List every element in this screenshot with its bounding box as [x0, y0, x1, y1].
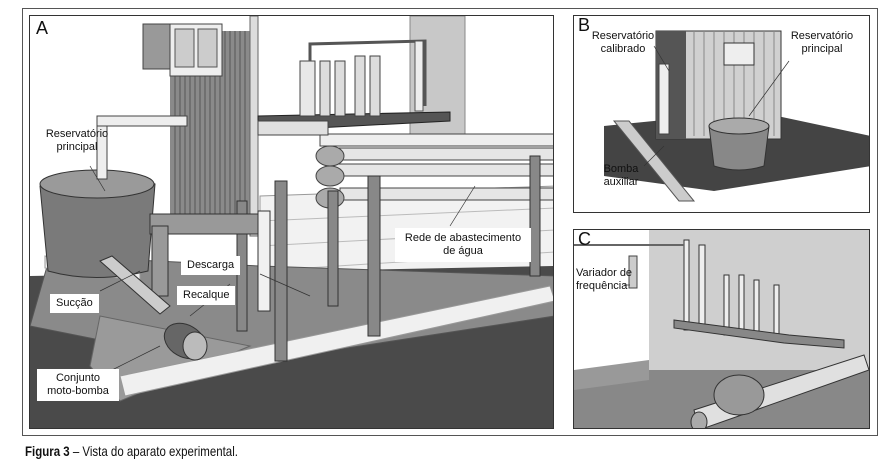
pump-piping [99, 210, 271, 361]
label-line-1: Reservatório [45, 128, 109, 140]
panel-c-detail: C Variador de frequência [573, 229, 870, 429]
figure-caption: Figura 3 – Vista do aparato experimental… [25, 443, 238, 459]
label-line-2: auxiliar [603, 176, 639, 188]
label-bomba-auxiliar: Bomba auxiliar [596, 163, 646, 189]
frequency-inverter [628, 255, 638, 289]
label-descarga: Descarga [181, 256, 241, 275]
panel-b-letter: B [578, 15, 591, 35]
label-recalque: Recalque [177, 286, 236, 305]
panel-c-illustration [574, 230, 869, 428]
calibrated-reservoir [658, 63, 670, 135]
panel-b-overview: B Reservatório calibrado Reservatório pr… [573, 15, 870, 213]
label-line-2: frequência [576, 280, 628, 292]
label-reservatorio-calibrado: Reservatório calibrado [588, 30, 658, 56]
floor [30, 255, 553, 428]
water-supply-pipes [257, 120, 553, 209]
main-reservoir [708, 117, 770, 171]
caption-label: Figura 3 [25, 443, 70, 459]
label-line-1: Reservatório [591, 30, 655, 42]
label-variador-frequencia: Variador de frequência [576, 267, 632, 293]
label-reservatorio-principal-b: Reservatório principal [787, 30, 857, 56]
figure-frame [22, 8, 878, 436]
label-line-1: Reservatório [790, 30, 854, 42]
support-columns [236, 155, 541, 362]
label-line-1: Bomba [603, 163, 639, 175]
panel-b-illustration [604, 30, 869, 202]
label-line-1: Variador de [576, 267, 633, 279]
main-pipe [690, 354, 869, 428]
channel [612, 120, 696, 202]
caption-text: – Vista do aparato experimental. [69, 443, 238, 459]
panel-c-letter: C [578, 229, 591, 249]
main-reservoir [39, 115, 188, 278]
label-line-2: de água [443, 245, 483, 257]
label-rede-abastecimento: Rede de abastecimento de água [395, 228, 531, 262]
label-line-2: principal [56, 141, 98, 153]
label-line-2: principal [801, 43, 843, 55]
panel-a-illustration [30, 16, 553, 428]
building-shed [655, 30, 782, 140]
label-line-1: Conjunto [55, 372, 101, 384]
panel-a-letter: A [36, 18, 49, 38]
label-conjunto-moto-bomba: Conjunto moto-bomba [37, 369, 119, 401]
label-reservatorio-principal: Reservatório principal [32, 128, 122, 154]
panel-a-main-view: A Reservatório principal Descarga Recalq… [29, 15, 554, 429]
label-line-2: calibrado [600, 43, 646, 55]
label-succao: Sucção [50, 294, 99, 313]
label-line-2: moto-bomba [47, 385, 109, 397]
label-line-1: Rede de abastecimento [404, 232, 522, 244]
air-conditioner-unit [142, 23, 223, 77]
hydrometer-panel [673, 239, 845, 349]
